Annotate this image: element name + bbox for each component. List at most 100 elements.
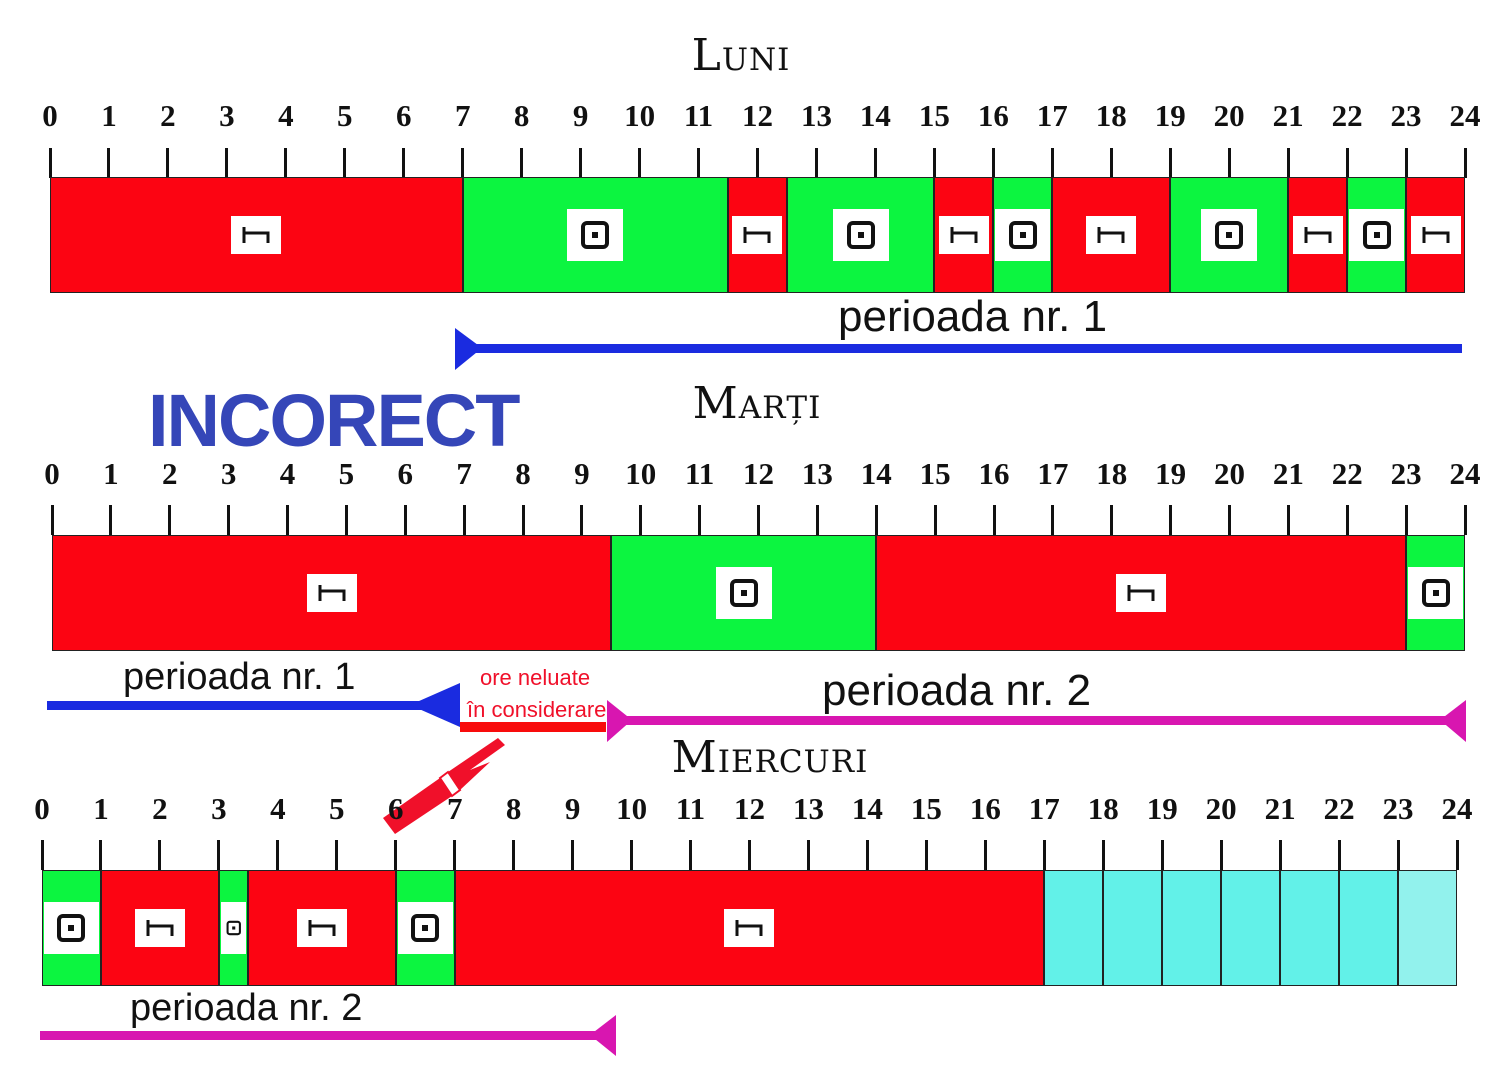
hour-tick	[335, 840, 339, 870]
availability-icon	[832, 209, 889, 261]
availability-icon	[1201, 209, 1258, 261]
availability-segment	[993, 177, 1053, 293]
bed-icon	[134, 909, 185, 947]
hour-tick	[815, 505, 819, 535]
marti-period-2-arrow	[607, 700, 1466, 742]
hour-tick	[638, 148, 642, 178]
bed-icon	[1410, 216, 1461, 254]
availability-segment	[462, 177, 729, 293]
hour-label: 4	[279, 456, 296, 491]
hour-label: 14	[851, 791, 883, 826]
bed-icon	[938, 216, 989, 254]
hour-tick	[689, 840, 693, 870]
hour-label: 1	[103, 456, 119, 491]
hour-tick	[630, 840, 634, 870]
hour-label: 18	[1095, 98, 1127, 133]
marti-period-2-label: perioada nr. 2	[822, 666, 1092, 715]
hour-label: 0	[34, 791, 50, 826]
hour-label: 14	[859, 98, 891, 133]
hour-tick	[1101, 840, 1105, 870]
hour-label: 15	[918, 98, 950, 133]
hour-label: 2	[160, 98, 176, 133]
hour-tick	[1160, 840, 1164, 870]
availability-segment	[1406, 535, 1465, 651]
hour-label: 20	[1214, 456, 1245, 491]
hour-tick	[461, 148, 465, 178]
marti-period-1-arrow	[47, 683, 460, 727]
hour-tick	[1286, 148, 1290, 178]
bed-icon	[297, 909, 348, 947]
hour-tick	[814, 148, 818, 178]
hour-tick	[1345, 148, 1349, 178]
hour-label: 11	[675, 791, 706, 826]
hour-tick	[932, 148, 936, 178]
hour-label: 8	[515, 456, 531, 491]
hour-label: 21	[1272, 98, 1304, 133]
hour-tick	[1050, 148, 1054, 178]
hour-label: 20	[1205, 791, 1237, 826]
ignored-hours-bar	[460, 722, 606, 732]
availability-icon	[220, 902, 247, 954]
hour-tick	[1404, 148, 1408, 178]
hour-tick	[698, 505, 702, 535]
hour-tick	[806, 840, 810, 870]
rest-segment	[876, 535, 1407, 651]
free-segment	[1280, 870, 1340, 986]
hour-tick	[571, 840, 575, 870]
hour-tick	[1051, 505, 1055, 535]
hour-tick	[402, 148, 406, 178]
hour-label: 19	[1155, 456, 1187, 491]
hour-label: 20	[1213, 98, 1245, 133]
luni-period-1-arrow	[455, 328, 1462, 370]
bed-icon	[1086, 216, 1137, 254]
rest-segment	[1052, 177, 1171, 293]
hour-label: 21	[1272, 456, 1304, 491]
hour-tick	[580, 505, 584, 535]
hour-label: 24	[1441, 791, 1473, 826]
availability-segment	[395, 870, 455, 986]
hour-tick	[697, 148, 701, 178]
hour-tick	[1169, 505, 1173, 535]
rest-segment	[728, 177, 787, 293]
hour-tick	[1396, 840, 1400, 870]
hour-tick	[1219, 840, 1223, 870]
hour-label: 22	[1323, 791, 1355, 826]
pointing-hand-icon	[383, 738, 505, 834]
availability-icon	[1349, 209, 1405, 261]
bed-icon	[724, 909, 775, 947]
hour-label: 2	[152, 791, 168, 826]
hour-label: 6	[397, 456, 414, 491]
hour-tick	[933, 505, 937, 535]
hour-tick	[109, 505, 113, 535]
hour-tick	[1110, 505, 1114, 535]
free-segment	[1398, 870, 1457, 986]
hour-label: 14	[860, 456, 892, 491]
hour-tick	[227, 505, 231, 535]
bed-icon	[1292, 216, 1343, 254]
hour-label: 23	[1382, 791, 1414, 826]
hour-tick	[48, 148, 52, 178]
hour-label: 8	[505, 791, 522, 826]
hour-tick	[873, 148, 877, 178]
hour-tick	[756, 148, 759, 178]
hour-tick	[983, 840, 987, 870]
hour-label: 24	[1449, 98, 1481, 133]
hour-label: 5	[338, 456, 355, 491]
hour-label: 13	[792, 791, 824, 826]
hour-tick	[276, 840, 280, 870]
rest-segment	[52, 535, 612, 651]
free-segment	[1221, 870, 1281, 986]
availability-icon	[1408, 567, 1463, 619]
hour-tick	[1455, 840, 1459, 870]
hour-tick	[107, 148, 111, 178]
hour-label: 0	[44, 456, 60, 491]
hour-tick	[286, 505, 289, 535]
hour-label: 24	[1449, 456, 1481, 491]
hour-label: 7	[446, 791, 463, 826]
hour-label: 10	[625, 456, 657, 491]
hour-tick	[462, 505, 466, 535]
miercuri-day-title: Miercuri	[671, 732, 869, 783]
hour-tick	[1463, 148, 1467, 178]
